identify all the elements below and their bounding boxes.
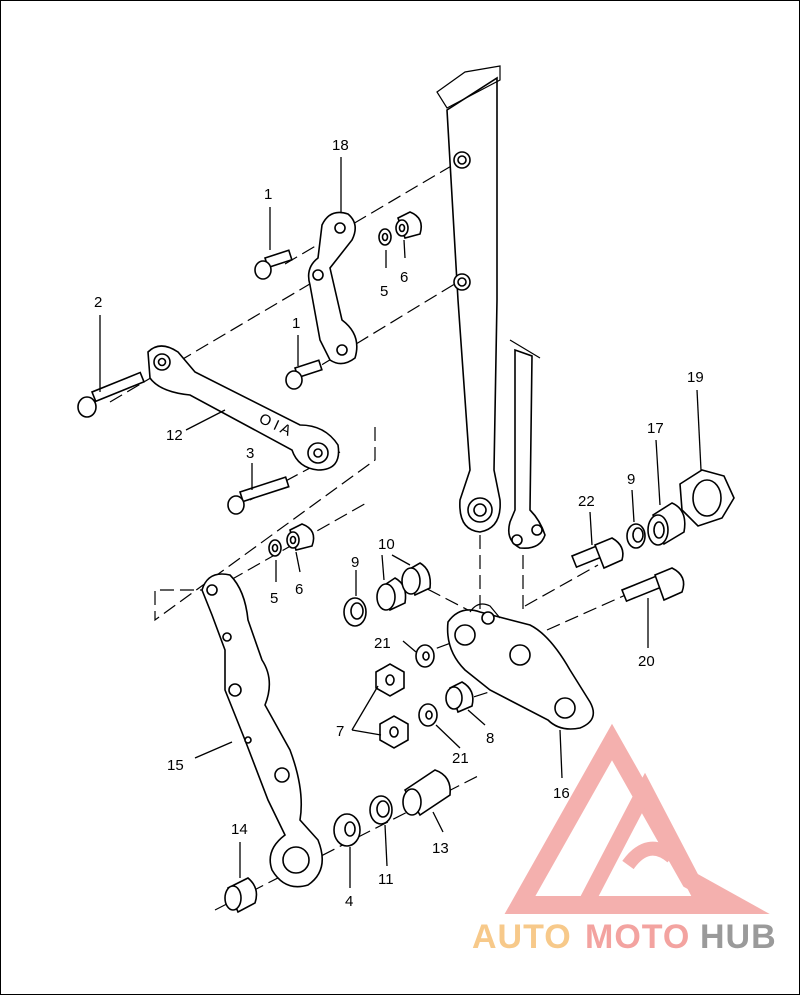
part-21-washer-lower[interactable] bbox=[418, 703, 438, 727]
callout-19: 19 bbox=[687, 369, 704, 386]
watermark-hub: HUB bbox=[700, 918, 777, 956]
callout-6: 6 bbox=[400, 269, 408, 286]
part-10-spacer-a[interactable] bbox=[376, 577, 407, 612]
callout-16: 16 bbox=[553, 785, 570, 802]
part-7-nut-lower[interactable] bbox=[379, 715, 409, 749]
callout-18: 18 bbox=[332, 137, 349, 154]
watermark-auto: AUTO bbox=[472, 918, 572, 956]
callout-1: 1 bbox=[264, 186, 272, 203]
assembly-lines bbox=[109, 161, 631, 911]
secondary-rod bbox=[507, 339, 546, 550]
callout-7: 7 bbox=[336, 723, 344, 740]
callout-10: 10 bbox=[378, 536, 395, 553]
callout-4: 4 bbox=[345, 893, 353, 910]
part-6-nut-lower[interactable] bbox=[286, 523, 315, 551]
callout-15: 15 bbox=[167, 757, 184, 774]
part-15-lever[interactable] bbox=[201, 573, 324, 888]
part-8-bushing[interactable] bbox=[445, 681, 474, 714]
part-5-washer-lower[interactable] bbox=[268, 539, 282, 557]
callout-20: 20 bbox=[638, 653, 655, 670]
callout-5: 5 bbox=[380, 283, 388, 300]
watermark-logo bbox=[504, 723, 770, 914]
vertical-arm bbox=[436, 65, 501, 533]
part-12-link-rod[interactable]: O I A bbox=[147, 345, 340, 471]
callout-21: 21 bbox=[374, 635, 391, 652]
part-11-ring[interactable] bbox=[369, 795, 393, 825]
part-10-spacer-b[interactable] bbox=[401, 562, 432, 597]
part-18-bracket[interactable] bbox=[307, 211, 358, 365]
callout-5: 5 bbox=[270, 590, 278, 607]
part-19-hex-nut[interactable] bbox=[679, 469, 735, 527]
callout-22: 22 bbox=[578, 493, 595, 510]
callout-9: 9 bbox=[351, 554, 359, 571]
leader-lines bbox=[99, 157, 702, 888]
part-16-pivot-plate[interactable] bbox=[446, 603, 595, 730]
part-2-long-bolt[interactable] bbox=[77, 371, 146, 418]
callout-labels: 1 1 2 3 4 5 5 6 6 7 8 9 9 10 11 12 13 14… bbox=[94, 137, 704, 910]
callout-11: 11 bbox=[378, 871, 394, 888]
part-22-bolt[interactable] bbox=[570, 537, 624, 570]
part-9-spacer-left[interactable] bbox=[343, 597, 367, 627]
part-13-sleeve[interactable] bbox=[402, 769, 452, 817]
part-1-bolt-lower[interactable] bbox=[285, 359, 323, 390]
part-3-bolt[interactable] bbox=[227, 476, 290, 515]
part-5-washer-upper[interactable] bbox=[378, 228, 392, 246]
part-20-bolt[interactable] bbox=[620, 567, 685, 603]
watermark-moto: MOTO bbox=[585, 918, 690, 956]
callout-12: 12 bbox=[166, 427, 183, 444]
part-1-bolt-upper[interactable] bbox=[254, 249, 293, 280]
part-4-washer[interactable] bbox=[333, 813, 361, 847]
callout-9: 9 bbox=[627, 471, 635, 488]
callout-21: 21 bbox=[452, 750, 469, 767]
part-6-nut-upper[interactable] bbox=[395, 211, 423, 239]
callout-13: 13 bbox=[432, 840, 449, 857]
callout-1: 1 bbox=[292, 315, 300, 332]
part-7-nut-upper[interactable] bbox=[375, 663, 405, 697]
callout-6: 6 bbox=[295, 581, 303, 598]
callout-17: 17 bbox=[647, 420, 664, 437]
part-21-washer-upper[interactable] bbox=[415, 644, 435, 668]
callout-2: 2 bbox=[94, 294, 102, 311]
part-17-threaded-collar[interactable] bbox=[647, 502, 686, 546]
callout-3: 3 bbox=[246, 445, 254, 462]
callout-14: 14 bbox=[231, 821, 248, 838]
part-14-bushing[interactable] bbox=[224, 877, 258, 914]
part-9-spacer-right[interactable] bbox=[626, 523, 646, 549]
callout-8: 8 bbox=[486, 730, 494, 747]
